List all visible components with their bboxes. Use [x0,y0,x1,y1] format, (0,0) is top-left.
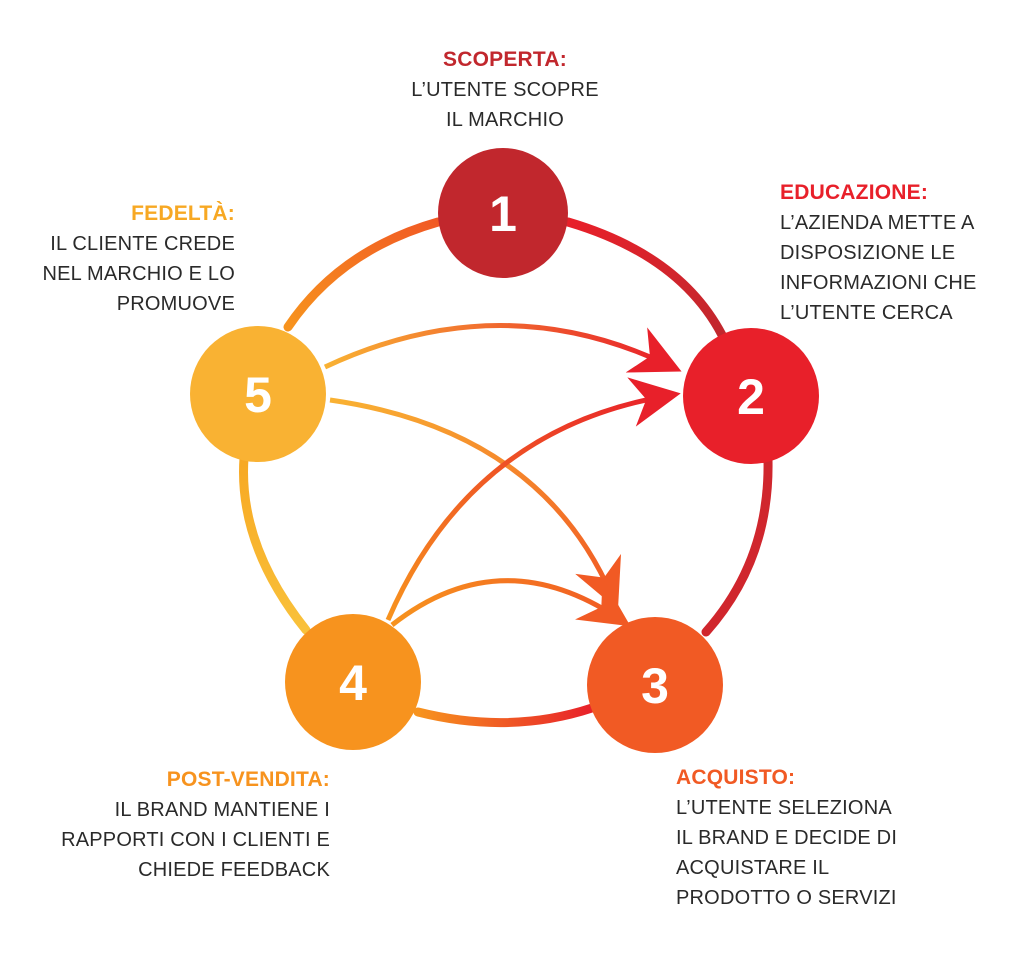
label-line: IL CLIENTE CREDE [50,233,235,255]
label-line: NEL MARCHIO E LO [42,263,235,285]
label-line: RAPPORTI CON I CLIENTI E [61,829,330,851]
label-line: ACQUISTARE IL [676,857,830,879]
ring-segment-5-1 [283,217,443,332]
arrow-5-to-2 [323,323,682,373]
step-number-4: 4 [339,655,367,711]
label-line: IL BRAND E DECIDE DI [676,827,898,849]
label-line: CHIEDE FEEDBACK [138,859,330,881]
arrow-4-to-2 [385,377,681,621]
label-line: DISPOSIZIONE LE [780,242,956,264]
label-title-post-vendita: POST-VENDITA: [166,768,330,791]
label-acquisto: ACQUISTO: L’UTENTE SELEZIONA IL BRAND E … [676,763,976,913]
ring-segment-4-5 [239,453,311,635]
label-line: IL BRAND MANTIENE I [114,799,330,821]
step-number-2: 2 [737,369,765,425]
label-line: PRODOTTO O SERVIZI [676,887,897,909]
label-educazione: EDUCAZIONE: L’AZIENDA METTE A DISPOSIZIO… [780,178,1015,328]
label-title-educazione: EDUCAZIONE: [780,181,929,204]
ring-segment-3-4 [413,703,597,728]
label-scoperta: SCOPERTA: L’UTENTE SCOPRE IL MARCHIO [380,45,630,135]
label-line: L’AZIENDA METTE A [780,212,975,234]
label-title-scoperta: SCOPERTA: [443,48,567,71]
ring-segment-2-3 [701,455,773,637]
step-number-5: 5 [244,367,272,423]
label-fedelta: FEDELTÀ: IL CLIENTE CREDE NEL MARCHIO E … [10,199,235,319]
arrow-5-to-3 [329,397,621,610]
step-node-1: 1 [438,148,568,278]
ring-segment-1-2 [563,217,727,340]
label-title-fedelta: FEDELTÀ: [131,202,235,225]
label-title-acquisto: ACQUISTO: [676,766,796,789]
label-line: PROMUOVE [116,293,235,315]
step-number-1: 1 [489,186,517,242]
step-node-4: 4 [285,614,421,750]
arrow-4-to-3 [390,577,631,627]
label-line: L’UTENTE CERCA [780,302,953,324]
step-number-3: 3 [641,658,669,714]
label-post-vendita: POST-VENDITA: IL BRAND MANTIENE I RAPPOR… [20,765,330,885]
label-line: IL MARCHIO [446,109,564,131]
step-node-2: 2 [683,328,819,464]
step-node-5: 5 [190,326,326,462]
label-line: INFORMAZIONI CHE [780,272,977,294]
label-line: L’UTENTE SCOPRE [411,79,599,101]
label-line: L’UTENTE SELEZIONA [676,797,892,819]
step-node-3: 3 [587,617,723,753]
